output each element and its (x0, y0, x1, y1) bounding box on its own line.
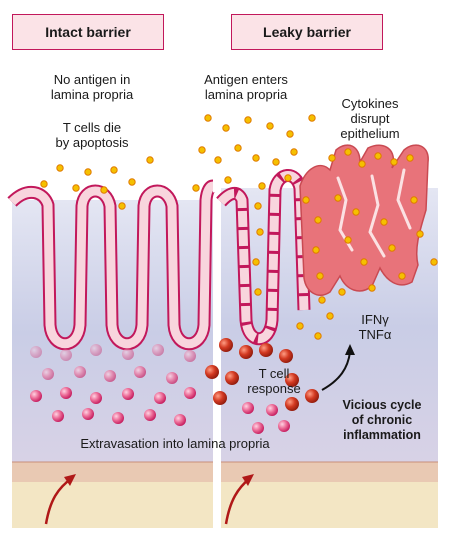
vicious-cycle-line3: inflammation (343, 428, 421, 442)
t-cell-response-label: T cell response (236, 366, 312, 396)
t-cells-die-line2: by apoptosis (55, 135, 129, 150)
vicious-cycle-label: Vicious cycle of chronic inflammation (326, 398, 438, 443)
cytokines-line3: epithelium (340, 126, 400, 141)
ifn-tnf-label: IFNγ TNFα (350, 312, 400, 342)
no-antigen-line1: No antigen in (53, 72, 131, 87)
leaky-barrier-header: Leaky barrier (231, 14, 383, 50)
antigen-enters-line1: Antigen enters (204, 72, 288, 87)
t-cells-die-label: T cells die by apoptosis (22, 120, 162, 150)
intact-panel (7, 179, 216, 528)
antigen-enters-label: Antigen enters lamina propria (186, 72, 306, 102)
tissue-band-leaky (221, 462, 438, 484)
submucosa-intact (12, 482, 213, 528)
extravasation-arrows (44, 474, 254, 525)
no-antigen-label: No antigen in lamina propria (22, 72, 162, 102)
disrupted-epithelium (299, 144, 429, 296)
cytokines-label: Cytokines disrupt epithelium (320, 96, 420, 141)
no-antigen-line2: lamina propria (50, 87, 134, 102)
ifn-gamma-label: IFNγ (361, 312, 389, 327)
tnf-alpha-label: TNFα (358, 327, 392, 342)
cytokines-line2: disrupt (350, 111, 390, 126)
cytokines-line1: Cytokines (341, 96, 399, 111)
t-cell-response-line2: response (247, 381, 301, 396)
cytokine-arrow (321, 351, 351, 391)
antigens (40, 114, 438, 340)
submucosa-leaky (221, 482, 438, 528)
vicious-cycle-line1: Vicious cycle (342, 398, 422, 412)
antigen-enters-line2: lamina propria (204, 87, 288, 102)
extravasation-label: Extravasation into lamina propria (80, 436, 270, 451)
red-t-cells (205, 338, 319, 434)
pink-t-cells (30, 344, 196, 426)
t-cells-die-line1: T cells die (62, 120, 122, 135)
intact-barrier-header: Intact barrier (12, 14, 164, 50)
t-cell-response-line1: T cell (258, 366, 290, 381)
vicious-cycle-line2: of chronic (351, 413, 413, 427)
tissue-band-intact (12, 462, 213, 484)
